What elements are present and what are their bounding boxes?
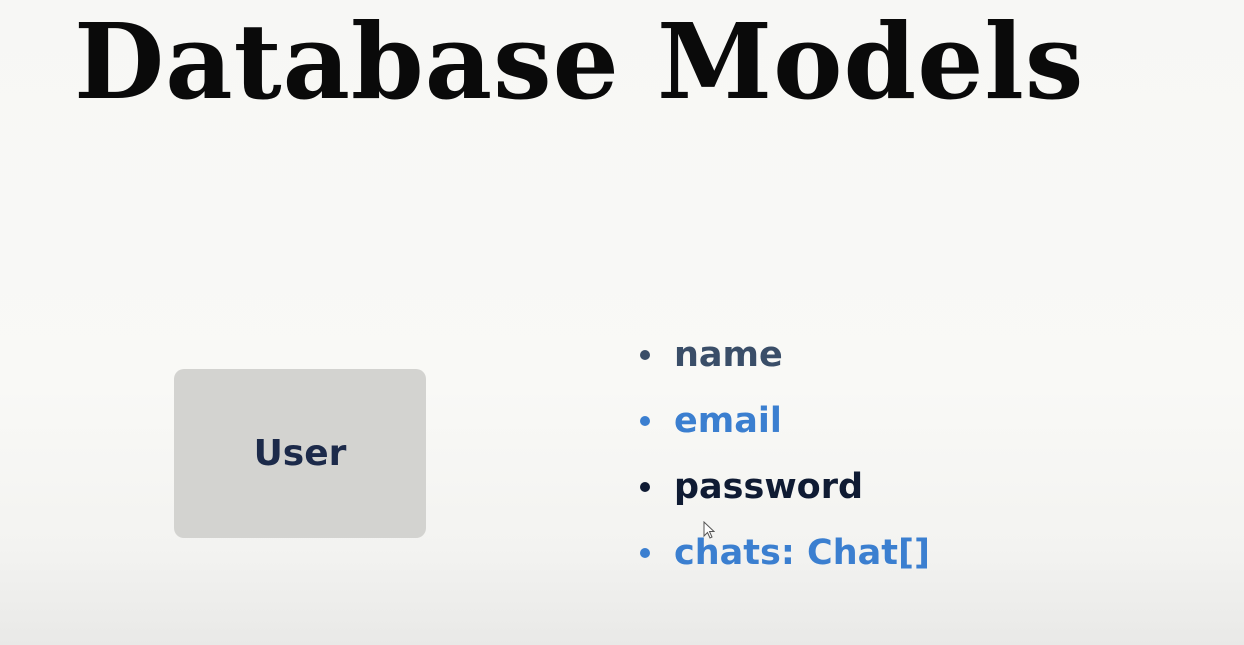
entity-label: User — [253, 433, 347, 474]
field-list: name email password chats: Chat[] — [640, 322, 930, 586]
mouse-pointer-icon — [703, 521, 715, 539]
user-entity-box: User — [174, 369, 426, 538]
bullet-icon — [640, 350, 650, 360]
field-label-password: password — [674, 467, 864, 507]
field-item: chats: Chat[] — [640, 520, 930, 586]
field-label-email: email — [674, 401, 782, 441]
field-label-name: name — [674, 335, 783, 375]
slide-title: Database Models — [74, 0, 1085, 123]
bullet-icon — [640, 416, 650, 426]
bullet-icon — [640, 482, 650, 492]
field-label-chats: chats: Chat[] — [674, 533, 930, 573]
field-item: name — [640, 322, 930, 388]
field-item: email — [640, 388, 930, 454]
field-item: password — [640, 454, 930, 520]
bullet-icon — [640, 548, 650, 558]
